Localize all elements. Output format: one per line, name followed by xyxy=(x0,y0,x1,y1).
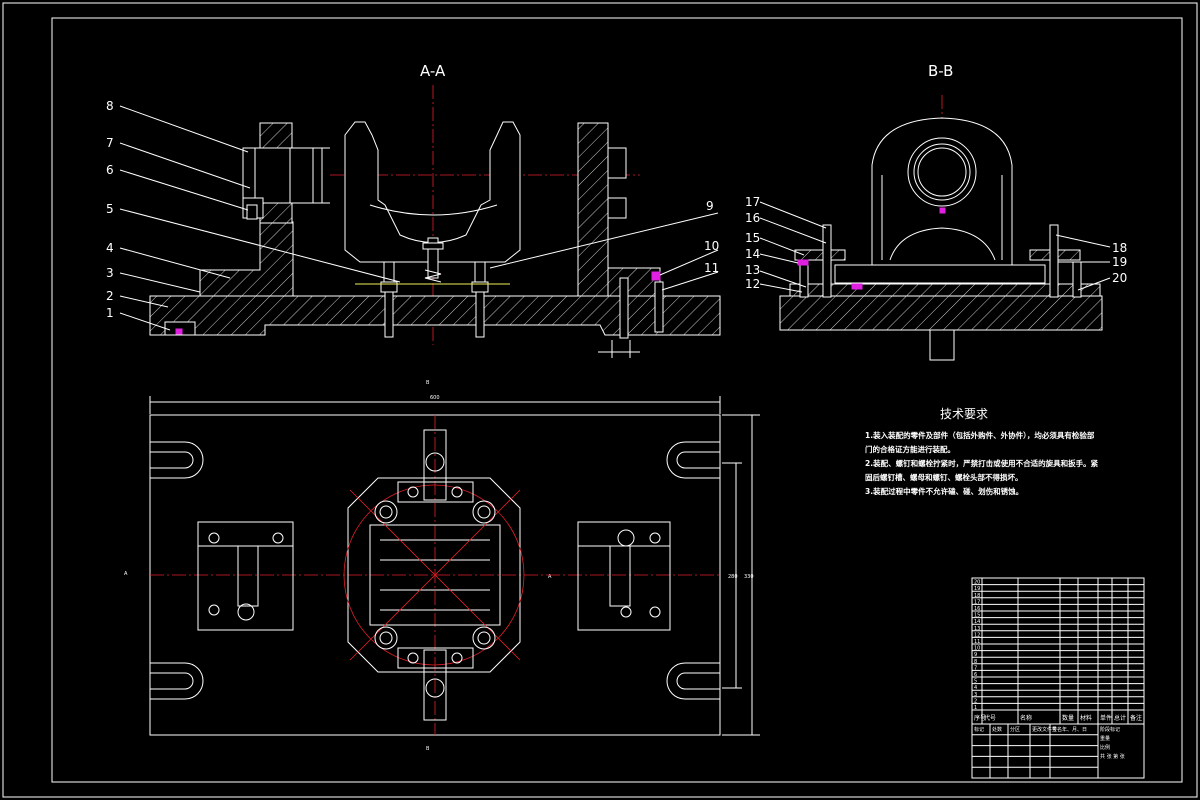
balloon-4: 4 xyxy=(106,241,114,255)
balloon-5: 5 xyxy=(106,202,114,216)
parts-row-number: 12 xyxy=(974,632,980,638)
parts-row-number: 8 xyxy=(974,659,977,665)
title-block-cell: 阶段标记 xyxy=(1100,726,1120,733)
balloon-1: 1 xyxy=(106,306,114,320)
parts-row-number: 4 xyxy=(974,685,977,691)
parts-row-number: 17 xyxy=(974,599,980,605)
parts-row-number: 7 xyxy=(974,665,977,671)
section-aa-title: A-A xyxy=(420,62,446,80)
parts-row-number: 10 xyxy=(974,646,980,652)
parts-row-number: 14 xyxy=(974,619,980,625)
dim-height-outer: 330 xyxy=(744,574,754,580)
tech-title: 技术要求 xyxy=(940,407,988,421)
plan-view: 600 B B 280 330 A A xyxy=(124,380,760,752)
parts-row-number: 15 xyxy=(974,613,980,619)
balloon-13: 13 xyxy=(745,263,760,277)
parts-header-cell: 备注 xyxy=(1130,714,1142,722)
title-block-cell: 比例 xyxy=(1100,744,1110,751)
balloon-10: 10 xyxy=(704,239,719,253)
tech-line-5: 3.装配过程中零件不允许磕、碰、划伤和锈蚀。 xyxy=(865,486,1023,496)
balloon-12: 12 xyxy=(745,277,760,291)
parts-list-table: 2019181716151413121110987654321 序号代号 名称 数量材… xyxy=(971,577,1145,779)
parts-row-number: 9 xyxy=(974,652,977,658)
label-a-right: A xyxy=(548,574,552,580)
balloon-18: 18 xyxy=(1112,241,1127,255)
balloon-7: 7 xyxy=(106,136,114,150)
parts-row-number: 3 xyxy=(974,692,977,698)
parts-row-number: 2 xyxy=(974,698,977,704)
section-bb-title: B-B xyxy=(928,62,953,80)
balloon-17: 17 xyxy=(745,195,760,209)
parts-header-cell: 代号 xyxy=(984,714,996,722)
balloon-14: 14 xyxy=(745,247,760,261)
tech-line-1: 1.装入装配的零件及部件（包括外购件、外协件），均必须具有检验部 xyxy=(865,430,1095,440)
parts-row-number: 5 xyxy=(974,679,977,685)
parts-header-cell: 单件 xyxy=(1100,714,1112,722)
parts-row-number: 16 xyxy=(974,606,980,612)
parts-row-number: 1 xyxy=(974,705,977,711)
balloon-19: 19 xyxy=(1112,255,1127,269)
aa-base-plate xyxy=(149,295,721,336)
parts-row-number: 11 xyxy=(974,639,980,645)
tech-line-2: 门的合格证方能进行装配。 xyxy=(865,444,955,454)
tech-requirements: 技术要求 1.装入装配的零件及部件（包括外购件、外协件），均必须具有检验部 门的… xyxy=(865,407,1099,496)
balloon-2: 2 xyxy=(106,289,114,303)
tech-line-4: 固后螺钉槽、螺母和螺钉、螺栓头部不得损坏。 xyxy=(865,472,1023,482)
dim-height-inner: 280 xyxy=(728,574,738,580)
parts-row-number: 19 xyxy=(974,586,980,592)
aa-left-support xyxy=(199,221,294,297)
section-bb-view: B-B 17 16 15 14 13 xyxy=(745,62,1127,361)
title-block-cell: 共 张 第 张 xyxy=(1100,753,1125,760)
bb-bearing-block xyxy=(871,117,1013,269)
parts-row-number: 13 xyxy=(974,626,980,632)
balloon-20: 20 xyxy=(1112,271,1127,285)
label-a-left: A xyxy=(124,571,128,577)
parts-header-cell: 材料 xyxy=(1080,714,1092,722)
dim-overall-width: 600 xyxy=(430,395,440,401)
plan-center-body xyxy=(347,477,521,673)
title-block-cell: 签名 xyxy=(1052,726,1062,733)
aa-right-support xyxy=(577,122,609,297)
balloon-6: 6 xyxy=(106,163,114,177)
title-block-cell: 更改文件号 xyxy=(1032,726,1057,733)
title-block-cell: 处数 xyxy=(992,726,1002,733)
title-block-cell: 年、月、日 xyxy=(1062,726,1087,733)
parts-row-number: 20 xyxy=(974,580,980,586)
bb-base-plate xyxy=(779,295,1103,331)
balloon-16: 16 xyxy=(745,211,760,225)
balloon-3: 3 xyxy=(106,266,114,280)
tech-line-3: 2.装配、螺钉和螺栓拧紧时，严禁打击或使用不合适的旋具和扳手。紧 xyxy=(865,458,1099,468)
parts-header-cell: 序号 xyxy=(974,714,986,722)
title-block-cell: 标记 xyxy=(974,726,984,733)
aa-center-body xyxy=(344,121,521,263)
section-aa-view: A-A xyxy=(106,62,721,358)
label-b-top: B xyxy=(426,380,430,386)
label-b-bottom: B xyxy=(426,746,430,752)
balloon-8: 8 xyxy=(106,99,114,113)
parts-row-number: 18 xyxy=(974,593,980,599)
balloon-11: 11 xyxy=(704,261,719,275)
title-block-cell: 重量 xyxy=(1100,735,1110,742)
title-block-cell: 分区 xyxy=(1010,726,1020,733)
parts-header-cell: 总计 xyxy=(1114,714,1126,722)
balloon-9: 9 xyxy=(706,199,714,213)
parts-row-number: 6 xyxy=(974,672,977,678)
parts-header-cell: 名称 xyxy=(1020,714,1032,722)
parts-header-cell: 数量 xyxy=(1062,714,1074,722)
balloon-15: 15 xyxy=(745,231,760,245)
inner-frame xyxy=(51,17,1183,783)
